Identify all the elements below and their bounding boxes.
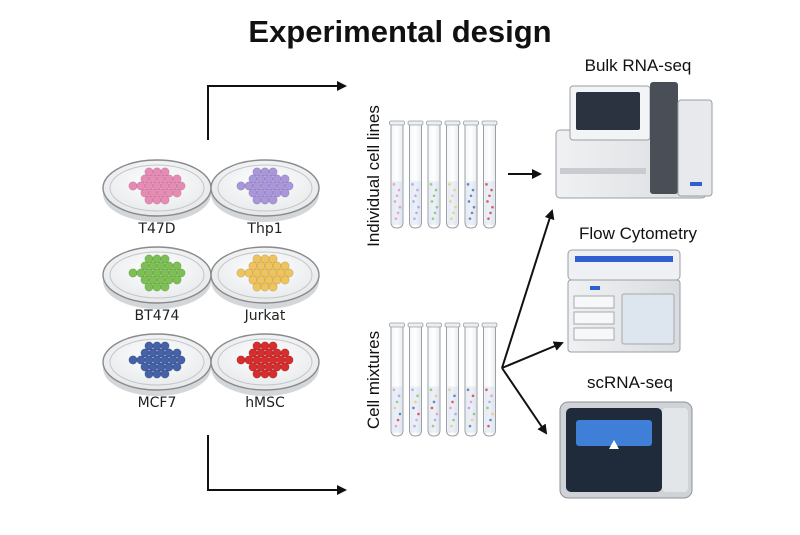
cell-line-label-t47d: T47D [138,221,176,237]
test-tube [407,322,424,437]
arrow-mixtures-to-flow [501,341,564,369]
group-label-individual: Individual cell lines [364,105,383,247]
flow-cytometer-icon [567,249,681,353]
bulk-rna-seq-sequencer-icon [555,82,713,199]
tube-rack-individual [389,120,498,229]
petri-dish-t47d [102,159,212,222]
test-tube [389,120,405,229]
instrument-label-scrna-seq: scRNA-seq [587,373,673,392]
petri-dish-thp1 [210,159,320,222]
diagram-title: Experimental design [248,14,552,49]
cell-line-label-hmsc: hMSC [245,395,285,411]
petri-dish-mcf7 [102,333,212,396]
test-tube [481,322,498,437]
test-tube [389,322,405,437]
scrna-seq-instrument-icon [559,401,693,499]
arrow-dishes-to-mixtures [207,435,347,495]
test-tube [463,322,479,437]
test-tube [426,120,442,229]
petri-dish-bt474 [102,246,212,309]
petri-dish-jurkat [210,246,320,309]
arrow-mixtures-to-bulk [501,209,555,369]
test-tube [444,120,461,229]
flow-arrows [207,81,564,495]
group-label-mixtures: Cell mixtures [364,330,383,430]
instrument-label-bulk-rna-seq: Bulk RNA-seq [584,56,692,75]
test-tube [463,120,479,229]
test-tube [407,120,424,229]
cell-line-label-thp1: Thp1 [247,221,283,237]
test-tube [426,322,442,437]
test-tube [481,120,498,229]
tube-rack-mixtures [389,322,498,437]
cell-line-label-mcf7: MCF7 [137,395,177,411]
arrow-dishes-to-individual [207,81,347,140]
petri-dish-hmsc [210,333,320,396]
arrow-mixtures-to-scrna [501,367,548,435]
cell-line-label-bt474: BT474 [134,308,180,324]
cell-line-label-jurkat: Jurkat [244,308,286,324]
test-tube [444,322,461,437]
instrument-label-flow-cytometry: Flow Cytometry [578,224,698,243]
petri-dish-grid [102,159,320,396]
